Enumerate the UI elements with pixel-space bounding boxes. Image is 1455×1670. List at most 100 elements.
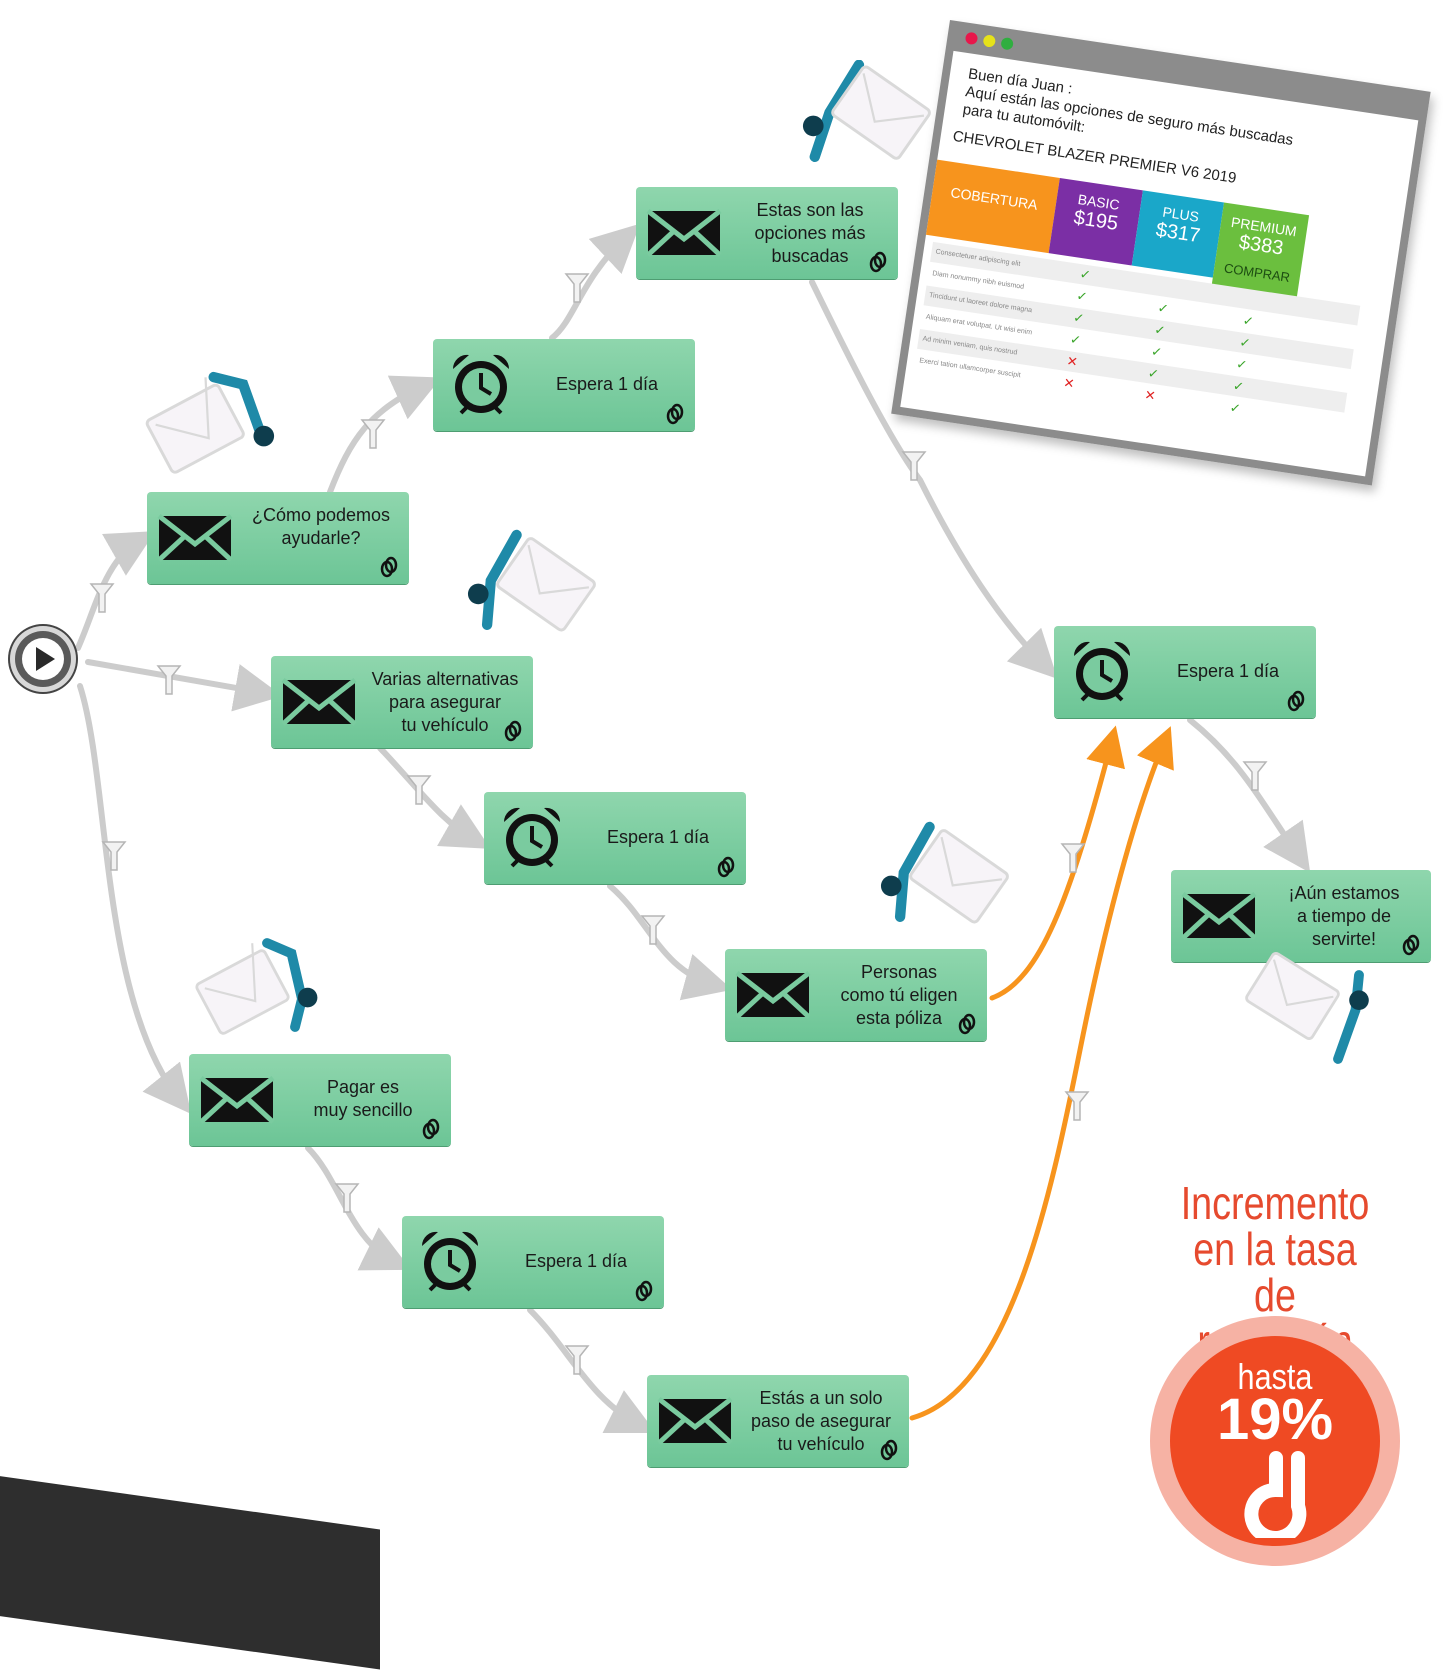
arrow-wait3-solopaso [527,1307,657,1434]
arrow-wait1-opciones [549,223,641,341]
funnel-icon [89,583,115,613]
arrow-wait4-atiempo [1187,717,1311,873]
node-label: Espera 1 día [606,827,710,847]
badge-prefix: hasta [1237,1356,1313,1397]
funnel-icon [1242,761,1268,791]
coverage-mark-basic: ✕ [1065,353,1079,370]
node-email-ayudarle[interactable]: ¿Cómo podemos ayudarle? [147,492,409,584]
node-label: Personas como tú eligen esta póliza [840,962,958,1028]
alarm-clock-icon [1073,641,1131,702]
arrow-solopaso-wait4 [909,726,1174,1421]
envelope-icon [1181,892,1257,940]
arrow-opciones-wait4 [809,279,1058,679]
envelope-icon [735,971,811,1019]
badge-value: 19% [1216,1387,1334,1452]
arrow-wait2-personas [607,883,733,1001]
window-controls [964,31,1020,57]
node-email-opciones[interactable]: Estas son las opciones más buscadas [636,187,898,279]
arrow-start-ayudarle [75,531,156,651]
robot-arm-envelope-icon [145,371,275,474]
coverage-mark-plus: ✓ [1150,343,1164,360]
link-icon[interactable] [379,556,399,578]
link-icon[interactable] [421,1118,441,1140]
arrow-start-pagar [77,683,192,1115]
node-label: Espera 1 día [524,1251,628,1271]
envelope-icon [157,514,233,562]
link-icon[interactable] [868,251,888,273]
arrow-alternativas-wait2 [377,745,491,849]
node-email-alternativas[interactable]: Varias alternativas para asegurar tu veh… [271,656,533,748]
coverage-mark-basic: ✕ [1062,374,1076,392]
envelope-icon [646,209,722,257]
coverage-mark-plus: ✕ [1143,386,1157,404]
funnel-icon [101,841,127,871]
alarm-clock-icon [503,807,561,868]
link-icon[interactable] [634,1280,654,1302]
plan-plus-price: $317 [1154,218,1202,248]
headline-line2: en la tasa de [1193,1223,1357,1321]
link-icon[interactable] [957,1013,977,1035]
buy-button[interactable]: COMPRAR [1223,260,1291,285]
coverage-row-label: Consectetuer adipiscing elit [935,248,1021,269]
robot-arm-envelope-icon [802,60,931,162]
node-email-solo-paso[interactable]: Estás a un solo paso de asegurar tu vehí… [647,1375,909,1467]
funnel-icon [640,915,666,945]
close-dot [964,31,979,46]
node-email-pagar[interactable]: Pagar es muy sencillo [189,1054,451,1146]
envelope-icon [199,1076,275,1124]
coverage-mark-premium: ✓ [1231,377,1246,395]
node-label: ¿Cómo podemos ayudarle? [251,505,391,548]
funnel-icon [360,419,386,449]
node-email-a-tiempo[interactable]: ¡Aún estamos a tiempo de servirte! [1171,870,1431,962]
badge-inner: hasta 19% [1170,1336,1380,1546]
coverage-mark-basic: ✓ [1075,287,1089,305]
start-node[interactable] [10,626,76,692]
arrow-pagar-wait3 [305,1145,412,1271]
alarm-clock-icon [452,354,510,415]
funnel-icon [1060,843,1086,873]
funnel-icon [901,451,927,481]
coverage-mark-plus: ✓ [1156,299,1170,317]
node-email-personas[interactable]: Personas como tú eligen esta póliza [725,949,987,1041]
node-wait-4[interactable]: Espera 1 día [1054,626,1316,718]
node-label: Pagar es muy sencillo [313,1077,413,1120]
node-label: Estás a un solo paso de asegurar tu vehí… [750,1388,892,1454]
robot-arm-envelope-icon [880,821,1009,924]
coverage-mark-plus: ✓ [1146,365,1160,382]
retention-badge: hasta 19% [1150,1316,1400,1566]
plan-basic-price: $195 [1072,206,1120,235]
funnel-icon [156,665,182,695]
coverage-mark-premium: ✓ [1238,334,1252,351]
coverage-mark-premium: ✓ [1241,312,1255,330]
robot-arm-envelope-icon [1245,952,1369,1064]
link-icon[interactable] [665,403,685,425]
plan-basic: BASIC $195 [1048,177,1143,266]
brand-logo-icon [1244,1451,1307,1538]
minimize-dot [982,34,997,48]
arrow-ayudarle-wait1 [327,375,442,495]
node-wait-1[interactable]: Espera 1 día [433,339,695,431]
link-icon[interactable] [1401,934,1421,956]
maximize-dot [1000,36,1014,51]
link-icon[interactable] [716,856,736,878]
connections-layer [75,223,1311,1434]
coverage-mark-basic: ✓ [1069,331,1083,348]
funnel-icon [334,1183,360,1213]
robot-arm-envelope-icon [467,529,596,632]
coverage-header: COBERTURA [925,159,1060,254]
play-icon [22,638,64,680]
node-wait-3[interactable]: Espera 1 día [402,1216,664,1308]
envelope-icon [281,678,357,726]
email-preview-window: Buen día Juan : Aquí están las opciones … [891,20,1431,486]
link-icon[interactable] [879,1439,899,1461]
coverage-label: COBERTURA [949,184,1039,213]
link-icon[interactable] [503,720,523,742]
coverage-mark-premium: ✓ [1235,356,1249,373]
node-wait-2[interactable]: Espera 1 día [484,792,746,884]
plan-plus: PLUS $317 [1131,190,1225,278]
node-label: Espera 1 día [1176,661,1280,681]
headline-line1: Incremento [1180,1177,1370,1229]
node-label: Espera 1 día [555,374,659,394]
arrow-start-alternativas [85,659,283,712]
link-icon[interactable] [1286,690,1306,712]
